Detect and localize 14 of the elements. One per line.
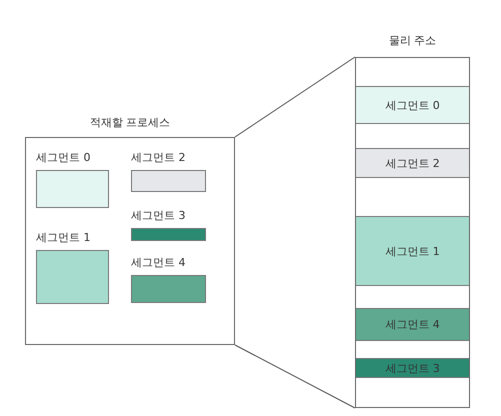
group-title: 물리 주소 xyxy=(388,33,436,48)
segment-label: 세그먼트 1 xyxy=(36,230,90,245)
memory-segment: 세그먼트 2 xyxy=(356,148,469,178)
memory-segment: 세그먼트 0 xyxy=(356,86,469,124)
segment-label: 세그먼트 2 xyxy=(131,150,186,165)
group-title: 적재할 프로세스 xyxy=(90,115,170,130)
connector-line xyxy=(234,56,356,138)
segment-label: 세그먼트 3 xyxy=(131,208,186,223)
connector-line xyxy=(234,344,356,408)
memory-segment: 세그먼트 4 xyxy=(356,308,469,341)
memory-segment: 세그먼트 3 xyxy=(356,358,469,378)
segment-label: 세그먼트 4 xyxy=(131,255,186,270)
memory-segment: 세그먼트 1 xyxy=(356,216,469,286)
segment-label: 세그먼트 0 xyxy=(36,150,90,165)
